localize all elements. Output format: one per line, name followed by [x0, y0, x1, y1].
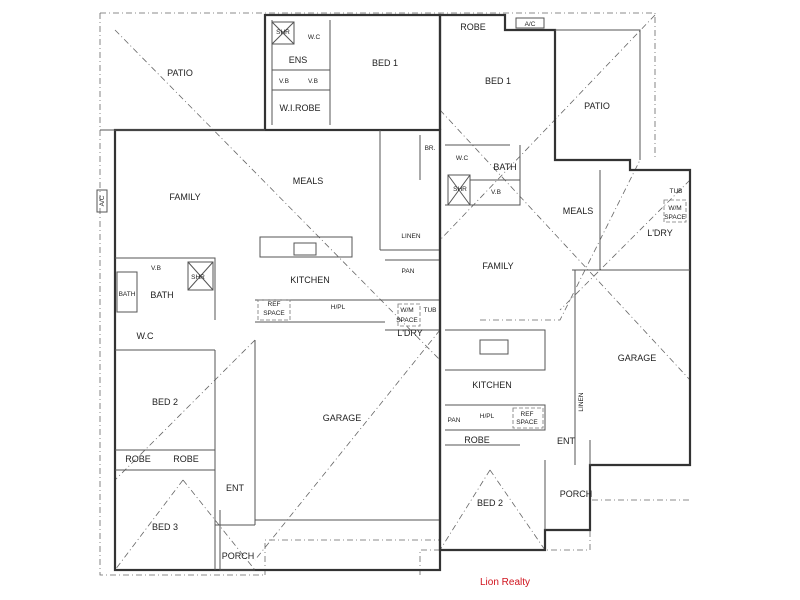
room-label: ENS	[289, 55, 308, 65]
fixture-label: V.B	[491, 189, 501, 196]
room-label: PAN	[402, 268, 415, 275]
room-label: BATH	[493, 162, 516, 172]
room-label: LINEN	[401, 233, 420, 240]
room-label: BED 3	[152, 522, 178, 532]
room-label: MEALS	[293, 176, 324, 186]
fixture-label: W.C	[456, 155, 469, 162]
fixture-label: SHR	[276, 29, 290, 36]
fixture-label: V.B	[279, 78, 289, 85]
room-label: GARAGE	[323, 413, 362, 423]
room-label: FAMILY	[482, 261, 513, 271]
room-label: PORCH	[560, 489, 593, 499]
room-label: PATIO	[584, 101, 610, 111]
room-label: PORCH	[222, 551, 255, 561]
room-label: BED 2	[477, 498, 503, 508]
room-label: ROBE	[460, 22, 486, 32]
room-label: BR.	[425, 145, 436, 152]
fixture-label: A/C	[99, 195, 106, 206]
room-label: ROBE	[173, 454, 199, 464]
room-label: KITCHEN	[290, 275, 330, 285]
right-unit-labels: ROBE BED 1 PATIO BATH MEALS L'DRY FAMILY…	[448, 21, 687, 508]
room-label: L'DRY	[647, 228, 673, 238]
fixture-label: SPACE	[516, 419, 538, 426]
room-label: MEALS	[563, 206, 594, 216]
room-label: PAN	[448, 417, 461, 424]
brand-watermark: Lion Realty	[480, 577, 530, 588]
room-label: PATIO	[167, 68, 193, 78]
fixture-label: W.C	[308, 34, 321, 41]
fixture-label: V.B	[308, 78, 318, 85]
fixture-label: SPACE	[263, 310, 285, 317]
fixture-label: SPACE	[396, 317, 418, 324]
roof-lines	[99, 12, 691, 576]
room-label: BED 2	[152, 397, 178, 407]
ac-unit-left	[96, 189, 108, 213]
fixture-label: TUB	[424, 307, 437, 314]
room-label: ENT	[557, 436, 576, 446]
room-label: BED 1	[372, 58, 398, 68]
room-label: BED 1	[485, 76, 511, 86]
fixture-label: H/PL	[331, 304, 346, 311]
left-unit-labels: PATIO ENS BED 1 W.I.ROBE BR. FAMILY MEAL…	[99, 29, 437, 561]
fixture-label: V.B	[151, 265, 161, 272]
room-label: ROBE	[125, 454, 151, 464]
fixture-label: REF	[268, 301, 281, 308]
room-label: ENT	[226, 483, 245, 493]
fixture-label: H/PL	[480, 413, 495, 420]
fixture-label: SHR	[191, 274, 205, 281]
fixture-label: SPACE	[664, 214, 686, 221]
room-label: W.C	[137, 331, 154, 341]
room-label: FAMILY	[169, 192, 200, 202]
room-label: GARAGE	[618, 353, 657, 363]
fixture-label: SHR	[453, 186, 467, 193]
fixture-label: REF	[521, 411, 534, 418]
fixture-label: A/C	[525, 21, 536, 28]
fixture-label: W/M	[668, 205, 681, 212]
room-label: L'DRY	[397, 328, 423, 338]
right-unit-walls	[438, 13, 692, 552]
fixture-label: TUB	[670, 188, 683, 195]
room-label: W.I.ROBE	[279, 103, 320, 113]
fixture-label: BATH	[119, 291, 136, 298]
room-label: LINEN	[578, 392, 585, 411]
room-label: BATH	[150, 290, 173, 300]
room-label: ROBE	[464, 435, 490, 445]
room-label: KITCHEN	[472, 380, 512, 390]
fixture-label: W/M	[400, 307, 413, 314]
